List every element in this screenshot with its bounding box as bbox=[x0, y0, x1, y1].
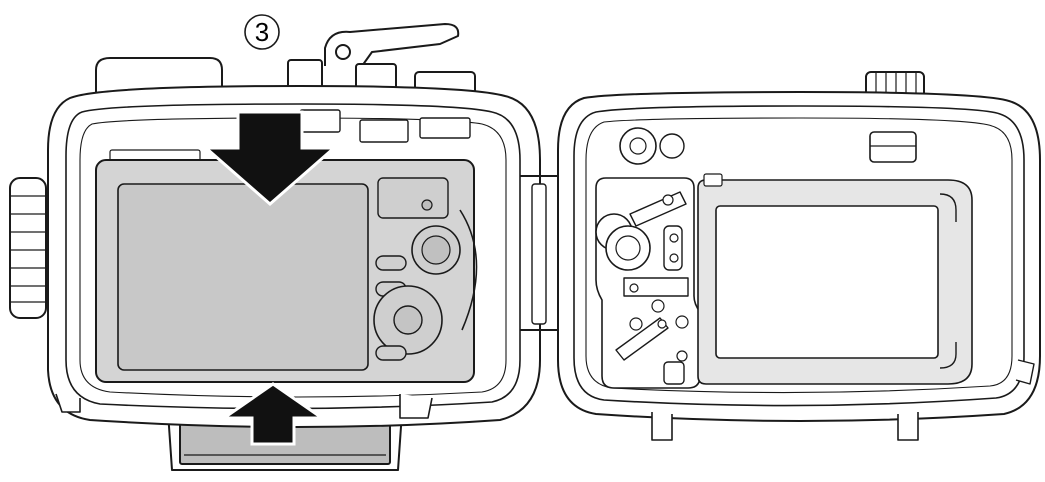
side-dial bbox=[9, 177, 47, 319]
housing-front-inner-frame bbox=[65, 103, 521, 410]
foot-right bbox=[399, 394, 433, 419]
foot-left bbox=[55, 393, 81, 413]
strap-lug bbox=[459, 209, 478, 331]
foot-right-b bbox=[897, 412, 919, 441]
lever-pivot bbox=[335, 44, 351, 60]
hinge bbox=[520, 175, 558, 331]
step-number: 3 bbox=[255, 17, 269, 47]
foot-right-a bbox=[651, 412, 673, 441]
housing-back-half bbox=[557, 71, 1041, 441]
side-clip bbox=[1015, 359, 1035, 385]
indicator-lamp bbox=[421, 199, 433, 211]
lock-lever bbox=[324, 23, 460, 67]
camera-body bbox=[95, 159, 478, 383]
viewfinder-bump bbox=[377, 177, 449, 219]
step-marker: 3 bbox=[244, 14, 280, 50]
arrow-up-icon bbox=[219, 382, 327, 446]
camera-lcd bbox=[117, 183, 369, 371]
small-gear bbox=[659, 133, 685, 159]
camera-button-1 bbox=[375, 255, 407, 271]
arrow-down-icon bbox=[202, 110, 338, 206]
camera-button-3 bbox=[375, 345, 407, 361]
hot-shoe-knob bbox=[869, 131, 917, 163]
viewing-window bbox=[715, 205, 939, 359]
